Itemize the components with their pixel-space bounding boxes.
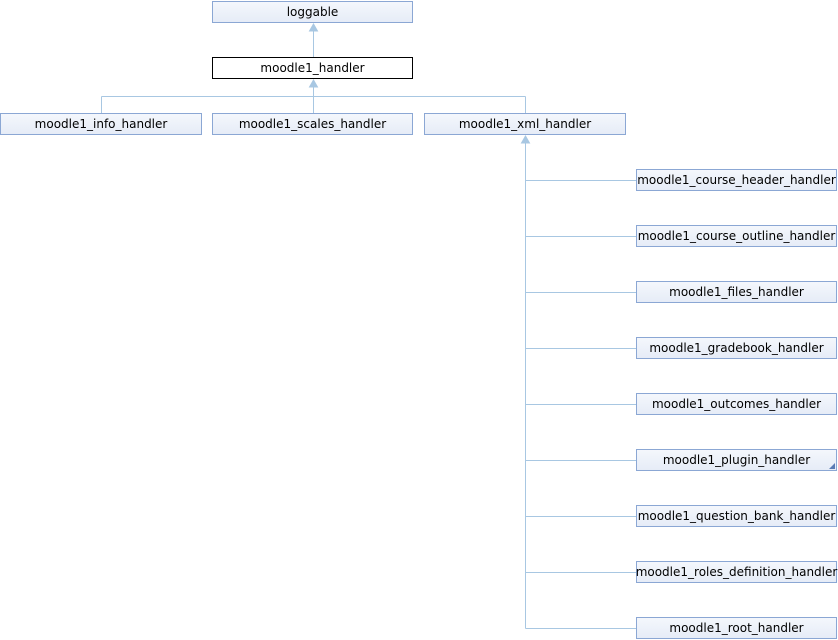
class-node-moodle1-question-bank-handler[interactable]: moodle1_question_bank_handler <box>636 505 837 527</box>
class-node-moodle1-files-handler[interactable]: moodle1_files_handler <box>636 281 837 303</box>
class-node-moodle1-root-handler[interactable]: moodle1_root_handler <box>636 617 837 639</box>
class-node-label: moodle1_root_handler <box>669 621 804 635</box>
class-node-label: loggable <box>286 5 339 19</box>
class-node-label: moodle1_roles_definition_handler <box>635 565 838 579</box>
class-node-moodle1-scales-handler[interactable]: moodle1_scales_handler <box>212 113 413 135</box>
class-node-moodle1-course-header-handler[interactable]: moodle1_course_header_handler <box>636 169 837 191</box>
class-node-label: moodle1_handler <box>260 61 365 75</box>
class-node-label: moodle1_xml_handler <box>458 117 592 131</box>
class-node-moodle1-roles-definition-handler[interactable]: moodle1_roles_definition_handler <box>636 561 837 583</box>
class-node-moodle1-gradebook-handler[interactable]: moodle1_gradebook_handler <box>636 337 837 359</box>
class-node-label: moodle1_scales_handler <box>238 117 387 131</box>
more-subclasses-marker-icon <box>829 463 835 469</box>
arrowhead-loggable <box>308 22 319 32</box>
class-node-label: moodle1_files_handler <box>669 285 804 299</box>
class-node-label: moodle1_info_handler <box>34 117 168 131</box>
class-node-moodle1-plugin-handler[interactable]: moodle1_plugin_handler <box>636 449 837 471</box>
class-node-label: moodle1_gradebook_handler <box>649 341 824 355</box>
arrowhead-moodle1-handler <box>308 78 319 88</box>
class-node-label: moodle1_question_bank_handler <box>637 509 836 523</box>
class-node-loggable[interactable]: loggable <box>212 1 413 23</box>
class-node-moodle1-xml-handler[interactable]: moodle1_xml_handler <box>424 113 626 135</box>
class-node-moodle1-outcomes-handler[interactable]: moodle1_outcomes_handler <box>636 393 837 415</box>
class-node-label: moodle1_outcomes_handler <box>651 397 822 411</box>
class-node-moodle1-handler: moodle1_handler <box>212 57 413 79</box>
class-node-label: moodle1_course_header_handler <box>637 173 836 187</box>
class-node-label: moodle1_course_outline_handler <box>637 229 836 243</box>
arrowhead-xml-handler <box>520 134 531 144</box>
class-node-label: moodle1_plugin_handler <box>662 453 811 467</box>
class-node-moodle1-course-outline-handler[interactable]: moodle1_course_outline_handler <box>636 225 837 247</box>
class-node-moodle1-info-handler[interactable]: moodle1_info_handler <box>0 113 202 135</box>
